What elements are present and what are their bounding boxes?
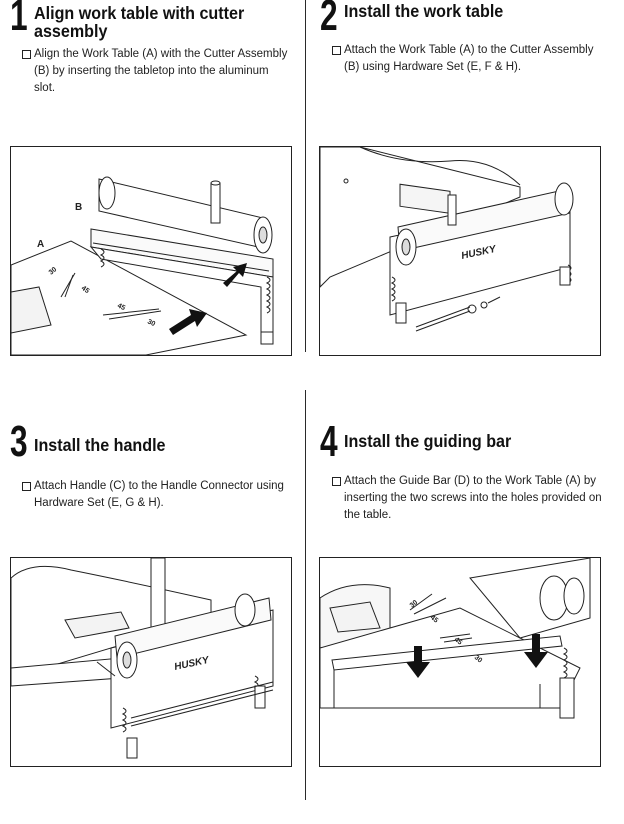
checkbox-icon	[332, 46, 341, 55]
label-a: A	[37, 239, 44, 250]
checkbox-icon	[22, 50, 31, 59]
step-instruction: Attach the Work Table (A) to the Cutter …	[332, 42, 602, 76]
step-number: 1	[10, 0, 28, 40]
illustration-install-table: HUSKY	[320, 147, 574, 332]
step-number: 3	[10, 417, 28, 466]
illustration-install-guide-bar: 30 45 45 30	[320, 558, 591, 719]
step-title: Install the handle	[34, 435, 166, 455]
step-title: Install the work table	[344, 1, 504, 21]
step-instruction: Attach Handle (C) to the Handle Connecto…	[22, 478, 292, 512]
figure-step-1: B A 30 45 45 30	[10, 146, 292, 356]
label-b: B	[75, 202, 82, 213]
step-4: 4 Install the guiding bar Attach the Gui…	[320, 420, 610, 530]
step-title: Align work table with cutter assembly	[34, 3, 245, 41]
illustration-install-handle: HUSKY	[11, 558, 274, 759]
figure-step-2: HUSKY	[319, 146, 601, 356]
step-instruction: Attach the Guide Bar (D) to the Work Tab…	[332, 473, 602, 524]
checkbox-icon	[22, 482, 31, 491]
step-title: Install the guiding bar	[344, 431, 512, 451]
column-divider-top	[305, 0, 306, 352]
illustration-align-table: B A 30 45 45 30	[11, 176, 274, 355]
step-3: 3 Install the handle Attach Handle (C) t…	[10, 420, 300, 520]
angle-mark: 30	[473, 654, 484, 664]
column-divider-bottom	[305, 390, 306, 800]
angle-mark: 30	[409, 599, 420, 609]
step-instruction: Align the Work Table (A) with the Cutter…	[22, 46, 292, 97]
step-number: 4	[320, 417, 338, 466]
angle-mark: 30	[48, 266, 59, 276]
angle-mark: 45	[453, 636, 464, 646]
figure-step-3: HUSKY	[10, 557, 292, 767]
step-number: 2	[320, 0, 338, 40]
angle-mark: 45	[429, 614, 440, 624]
step-2: 2 Install the work table Attach the Work…	[320, 0, 610, 110]
checkbox-icon	[332, 477, 341, 486]
angle-mark: 45	[80, 285, 90, 295]
angle-mark: 30	[146, 318, 156, 328]
angle-mark: 45	[116, 302, 126, 312]
figure-step-4: 30 45 45 30	[319, 557, 601, 767]
step-1: 1 Align work table with cutter assembly …	[10, 0, 300, 110]
